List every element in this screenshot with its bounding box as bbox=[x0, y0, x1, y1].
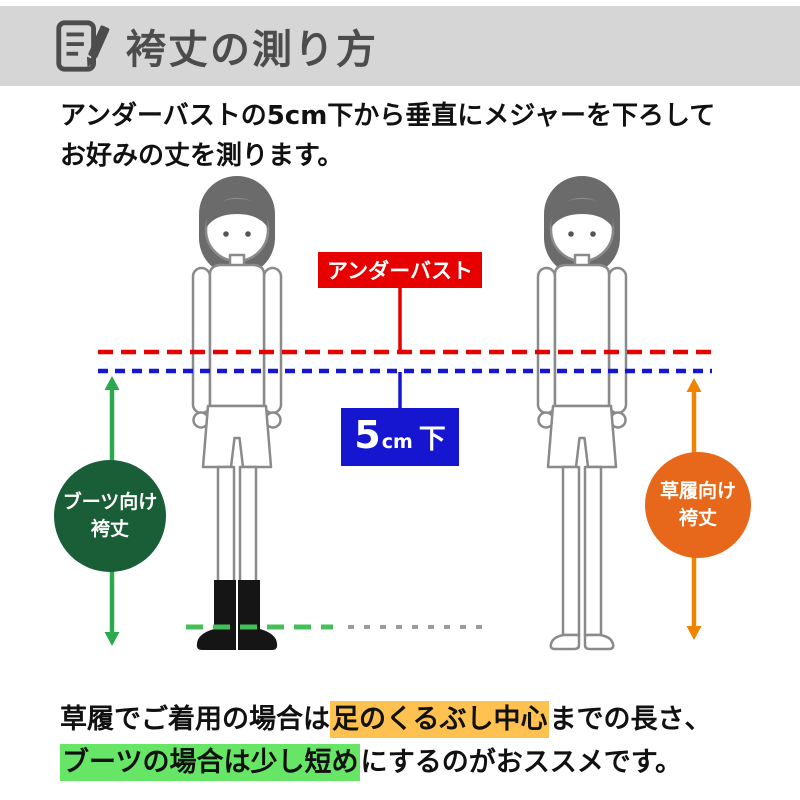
intro-line-2: お好みの丈を測ります。 bbox=[60, 141, 344, 171]
five-cm-number: 5 bbox=[354, 413, 381, 457]
footer-line2-tail: にするのがおススメです。 bbox=[360, 747, 683, 778]
five-cm-unit: cm bbox=[381, 431, 413, 453]
page-title: 袴丈の測り方 bbox=[126, 27, 378, 73]
five-cm-below-label: 5 cm 下 bbox=[341, 408, 459, 466]
figure-boots bbox=[191, 176, 283, 650]
footer-highlight-boots: ブーツの場合は少し短め bbox=[60, 744, 361, 781]
underbust-label: アンダーバスト bbox=[318, 252, 482, 288]
boot-left bbox=[196, 580, 236, 650]
zori-length-badge: 草履向け 袴丈 bbox=[645, 452, 751, 558]
footer-line1-text: 草履でご着用の場合は bbox=[60, 704, 330, 735]
intro-line-1: アンダーバストの5cm下から垂直にメジャーを下ろして bbox=[60, 101, 716, 131]
five-cm-below-text: 下 bbox=[418, 424, 446, 455]
header-band: 袴丈の測り方 bbox=[0, 6, 800, 86]
footer-line1-tail: までの長さ、 bbox=[549, 704, 712, 735]
zori-badge-line-2: 袴丈 bbox=[678, 507, 717, 529]
footer-line-2: ブーツの場合は少し短めにするのがおススメです。 bbox=[60, 741, 711, 784]
boots-badge-line-1: ブーツ向け bbox=[62, 491, 158, 514]
underbust-label-text: アンダーバスト bbox=[327, 259, 473, 283]
figure-zori bbox=[536, 176, 628, 651]
intro-text: アンダーバストの5cm下から垂直にメジャーを下ろして お好みの丈を測ります。 bbox=[60, 96, 715, 176]
footer-line-1: 草履でご着用の場合は足のくるぶし中心までの長さ、 bbox=[60, 698, 711, 741]
boots-length-badge: ブーツ向け 袴丈 bbox=[54, 460, 166, 572]
foot-left bbox=[549, 633, 581, 651]
footer-highlight-ankle: 足のくるぶし中心 bbox=[330, 701, 550, 738]
boot-right bbox=[238, 580, 278, 650]
footer-note: 草履でご着用の場合は足のくるぶし中心までの長さ、 ブーツの場合は少し短めにするの… bbox=[60, 698, 711, 784]
zori-badge-line-1: 草履向け bbox=[659, 480, 736, 503]
foot-right bbox=[583, 633, 615, 651]
memo-pencil-icon bbox=[56, 20, 110, 72]
boots-badge-line-2: 袴丈 bbox=[90, 518, 129, 540]
